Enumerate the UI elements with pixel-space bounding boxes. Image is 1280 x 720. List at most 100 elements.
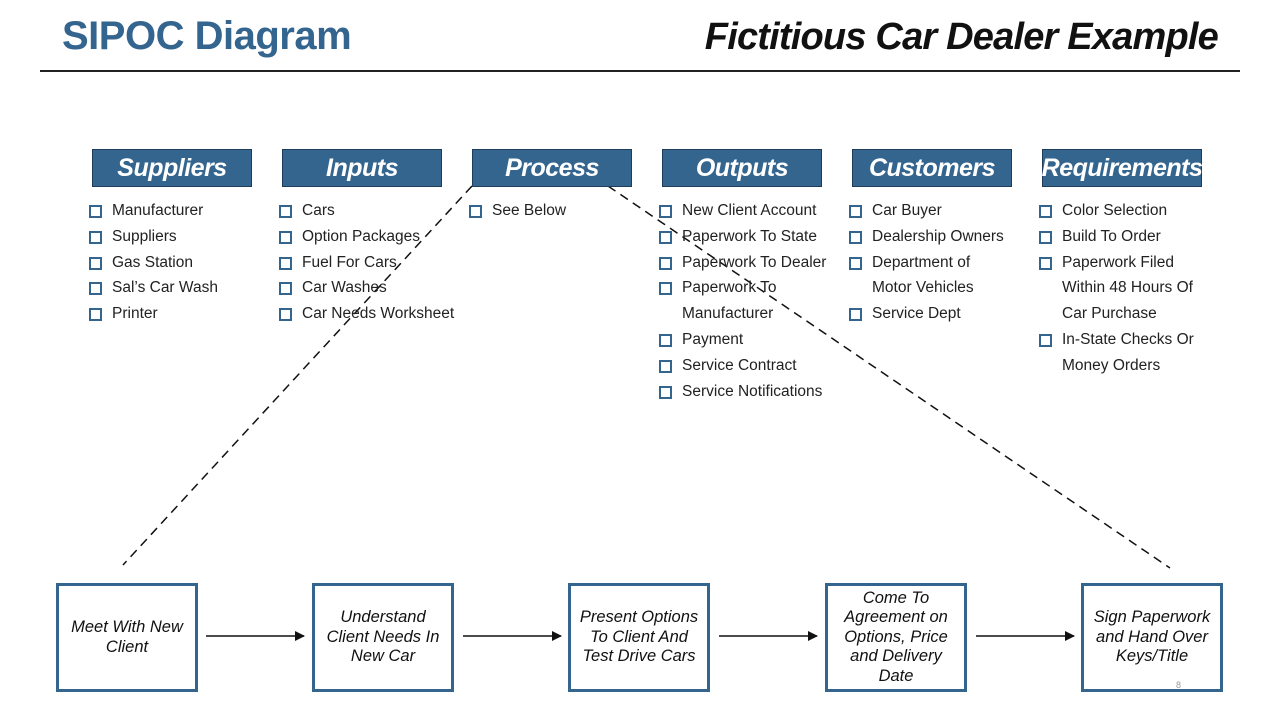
zoom-line-left	[122, 185, 473, 566]
checkbox-bullet-icon	[1039, 205, 1052, 218]
process-step-2: Understand Client Needs In New Car	[312, 583, 454, 692]
list-item-label: Paperwork Filed	[1062, 253, 1174, 271]
list-item: Department of	[849, 250, 1012, 276]
zoom-line-right	[607, 185, 1171, 569]
list-item-continuation: Motor Vehicles	[852, 275, 1012, 301]
list-item: Paperwork To	[659, 275, 822, 301]
process-step-3: Present Options To Client And Test Drive…	[568, 583, 710, 692]
list-item-label: Manufacturer	[112, 202, 204, 219]
checkbox-bullet-icon	[659, 205, 672, 218]
list-item-label: Sal’s Car Wash	[112, 279, 218, 297]
list-item-label: Manufacturer	[682, 305, 774, 323]
list-item: Suppliers	[89, 224, 252, 250]
list-item-continuation: Within 48 Hours Of	[1042, 275, 1202, 301]
list-item-label: Car Washes	[302, 279, 387, 297]
list-item-label: Department of	[872, 253, 971, 271]
list-item: Cars	[279, 198, 442, 224]
process-step-4: Come To Agreement on Options, Price and …	[825, 583, 967, 692]
checkbox-bullet-icon	[279, 282, 292, 296]
list-item: Fuel For Cars	[279, 250, 442, 276]
list-item: Build To Order	[1039, 224, 1202, 250]
list-item: Sal’s Car Wash	[89, 275, 252, 301]
list-item: Manufacturer	[89, 198, 252, 224]
list-item-label: Car Purchase	[1062, 305, 1157, 323]
checkbox-bullet-icon	[279, 230, 292, 244]
list-item-label: Car Needs Worksheet	[302, 305, 455, 323]
list-item: Service Notifications	[659, 379, 823, 405]
list-item: Car Needs Worksheet	[279, 301, 454, 327]
list-item-label: Suppliers	[112, 227, 177, 245]
list-item-continuation: Manufacturer	[662, 301, 822, 327]
list-item-label: Paperwork To	[682, 279, 777, 297]
checkbox-bullet-icon	[469, 205, 482, 218]
checkbox-bullet-icon	[89, 282, 102, 296]
list-item: Paperwork To Dealer	[659, 250, 826, 276]
process-step-1: Meet With New Client	[56, 583, 198, 692]
list-item-label: Service Dept	[872, 305, 961, 323]
list-item-label: Paperwork To State	[682, 227, 817, 245]
column-list: See Below	[469, 198, 632, 224]
list-item: Service Dept	[849, 301, 1012, 327]
list-item-label: Paperwork To Dealer	[682, 253, 827, 271]
list-item-label: Payment	[682, 330, 744, 348]
checkbox-bullet-icon	[659, 230, 672, 244]
list-item: Car Washes	[279, 275, 442, 301]
list-item-label: Money Orders	[1062, 356, 1161, 374]
process-step-label: Meet With New Client	[71, 618, 183, 656]
checkbox-bullet-icon	[1039, 230, 1052, 244]
list-item: Paperwork Filed	[1039, 250, 1202, 276]
list-item-label: Motor Vehicles	[872, 279, 974, 297]
checkbox-bullet-icon	[849, 230, 862, 244]
checkbox-bullet-icon	[659, 359, 672, 373]
checkbox-bullet-icon	[279, 256, 292, 270]
checkbox-bullet-icon	[659, 333, 672, 347]
process-step-label: Come To Agreement on Options, Price and …	[844, 588, 948, 685]
list-item-label: Color Selection	[1062, 202, 1168, 219]
checkbox-bullet-icon	[89, 256, 102, 270]
list-item-label: Car Buyer	[872, 202, 942, 219]
list-item-label: Build To Order	[1062, 227, 1161, 245]
column-header: Inputs	[282, 149, 442, 187]
list-item: Color Selection	[1039, 198, 1202, 224]
checkbox-bullet-icon	[1039, 256, 1052, 270]
checkbox-bullet-icon	[659, 256, 672, 270]
column-header: Customers	[852, 149, 1012, 187]
list-item-label: Within 48 Hours Of	[1062, 279, 1193, 297]
list-item-continuation: Money Orders	[1042, 353, 1202, 379]
list-item-label: Service Notifications	[682, 382, 823, 400]
list-item: Printer	[89, 301, 252, 327]
checkbox-bullet-icon	[849, 256, 862, 270]
list-item-label: Fuel For Cars	[302, 253, 397, 271]
column-header: Requirements	[1042, 149, 1203, 187]
process-step-5: Sign Paperwork and Hand Over Keys/Title	[1081, 583, 1223, 692]
list-item-label: Option Packages	[302, 227, 421, 245]
list-item: Option Packages	[279, 224, 442, 250]
list-item-label: New Client Account	[682, 202, 817, 219]
list-item-label: Cars	[302, 202, 335, 219]
process-step-label: Present Options To Client And Test Drive…	[579, 608, 699, 666]
list-item: In-State Checks Or	[1039, 327, 1202, 353]
list-item: See Below	[469, 198, 632, 224]
list-item-label: See Below	[492, 202, 567, 219]
process-step-label: Understand Client Needs In New Car	[326, 608, 440, 666]
list-item: Dealership Owners	[849, 224, 1012, 250]
list-item-label: Gas Station	[112, 253, 193, 271]
header-divider	[40, 70, 1240, 72]
list-item-label: Service Contract	[682, 356, 797, 374]
list-item: Gas Station	[89, 250, 252, 276]
list-item-label: Dealership Owners	[872, 227, 1004, 245]
column-header: Suppliers	[92, 149, 252, 187]
checkbox-bullet-icon	[849, 205, 862, 218]
list-item: Service Contract	[659, 353, 822, 379]
checkbox-bullet-icon	[279, 308, 292, 322]
column-header: Process	[472, 149, 632, 187]
